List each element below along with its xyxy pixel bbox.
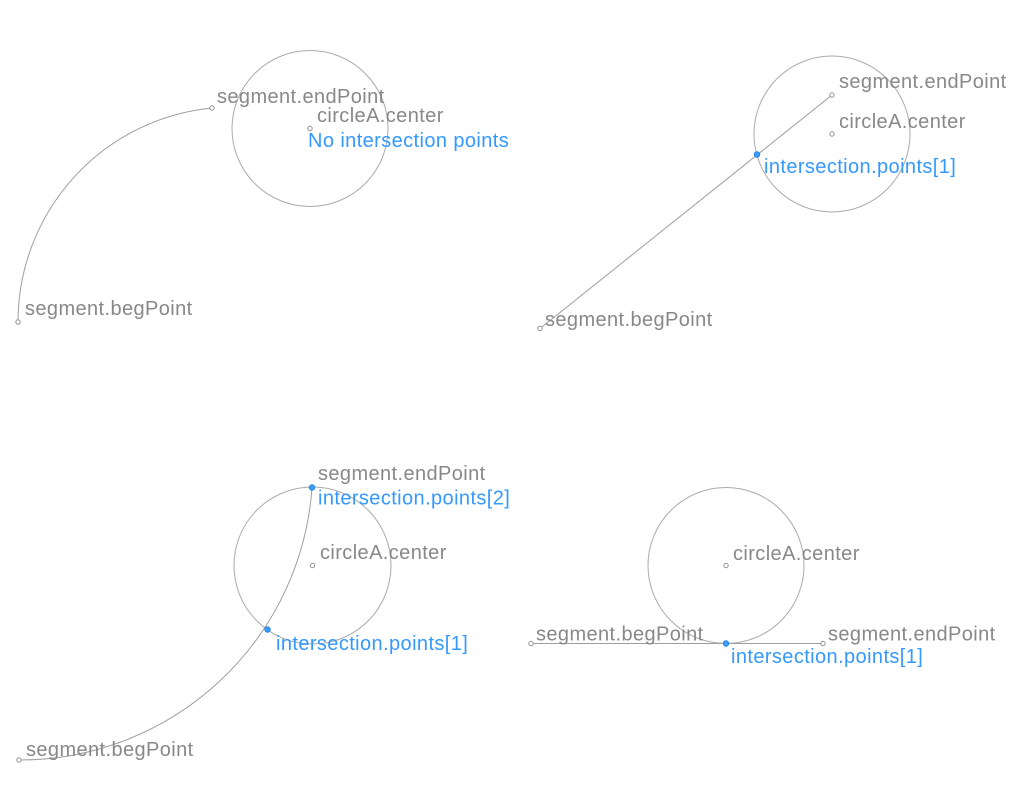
- circle-center-marker: [829, 131, 835, 137]
- panel-arc-no-intersection: segment.endPoint circleA.center No inter…: [15, 50, 509, 325]
- segment-begpoint-marker: [15, 319, 21, 325]
- segment-endpoint-marker: [829, 92, 835, 98]
- panel-line-tangent-intersection: circleA.center segment.begPoint segment.…: [528, 487, 996, 668]
- segment-begpoint-label: segment.begPoint: [26, 739, 194, 761]
- intersection-point-1-label: intersection.points[1]: [731, 646, 923, 668]
- segment-endpoint-label: segment.endPoint: [217, 86, 385, 108]
- circle-center-label: circleA.center: [733, 543, 860, 565]
- circle-center-marker: [307, 125, 313, 132]
- circle-a: [753, 55, 911, 213]
- segment-line: [539, 94, 833, 329]
- panel-arc-two-intersections: segment.endPoint intersection.points[2] …: [16, 463, 510, 763]
- circle-a: [231, 50, 389, 207]
- segment-endpoint-marker: [820, 640, 826, 647]
- segment-begpoint-label: segment.begPoint: [536, 624, 704, 646]
- segment-curve: [18, 487, 313, 761]
- intersection-point-1-label: intersection.points[1]: [276, 633, 468, 655]
- circle-center-label: circleA.center: [320, 542, 447, 564]
- segment-begpoint-label: segment.begPoint: [545, 309, 713, 331]
- segment-curve: [17, 107, 213, 323]
- segment-begpoint-marker: [528, 640, 534, 647]
- segment-begpoint-marker: [537, 325, 543, 332]
- circle-center-label: circleA.center: [317, 105, 444, 127]
- segment-endpoint-label: segment.endPoint: [318, 463, 486, 485]
- segment-endpoint-label: segment.endPoint: [828, 624, 996, 646]
- circle-center-marker: [723, 562, 729, 569]
- intersection-point-1-label: intersection.points[1]: [764, 156, 956, 178]
- segment-begpoint-marker: [16, 757, 22, 763]
- intersection-point-1-marker: [264, 626, 271, 633]
- circle-center-label: circleA.center: [839, 111, 966, 133]
- circle-center-marker: [309, 562, 316, 569]
- intersection-point-1-marker: [722, 640, 730, 647]
- no-intersection-result-label: No intersection points: [308, 130, 509, 152]
- intersection-point-1-marker: [753, 151, 761, 158]
- segment-endpoint-marker: [209, 105, 215, 111]
- intersection-point-2-marker: [308, 484, 316, 491]
- panel-line-one-intersection: segment.endPoint circleA.center intersec…: [537, 55, 1007, 332]
- intersection-point-2-label: intersection.points[2]: [318, 488, 510, 510]
- segment-begpoint-label: segment.begPoint: [25, 298, 193, 320]
- segment-endpoint-label: segment.endPoint: [839, 71, 1007, 93]
